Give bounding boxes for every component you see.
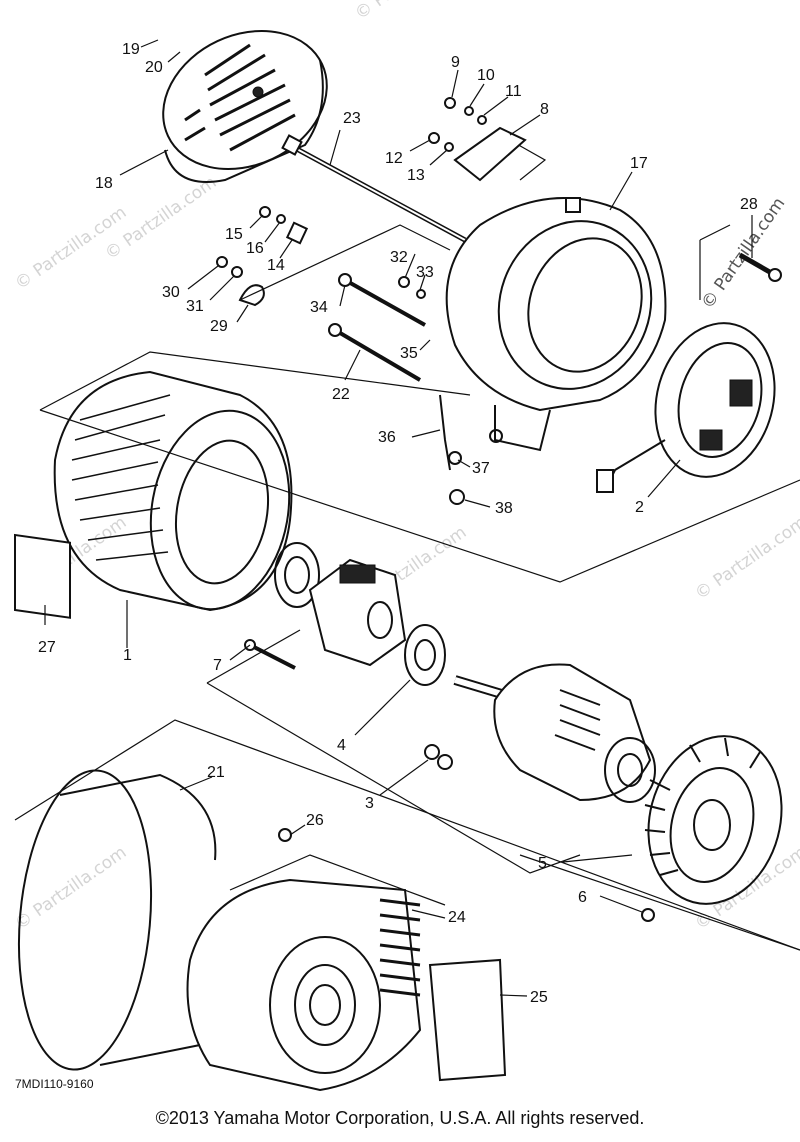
callout-19: 19: [122, 41, 140, 58]
callout-5: 5: [538, 855, 547, 872]
callout-18: 18: [95, 175, 113, 192]
callout-14: 14: [267, 257, 285, 274]
callout-10: 10: [477, 67, 495, 84]
callout-35: 35: [400, 345, 418, 362]
callout-23: 23: [343, 110, 361, 127]
callout-17: 17: [630, 155, 648, 172]
assembly-outlines: [14, 142, 800, 951]
callout-9: 9: [451, 54, 460, 71]
exciter-stator-part: [596, 322, 776, 493]
bracket-bolt-part: [738, 252, 782, 282]
callout-labels: 19 20 18 23 9 10 11 8 12 13 17 28 15 16 …: [38, 41, 758, 1006]
callout-34: 34: [310, 299, 328, 316]
small-hardware: [216, 206, 426, 307]
callout-7: 7: [213, 657, 222, 674]
callout-32: 32: [390, 249, 408, 266]
callout-1: 1: [123, 647, 132, 664]
callout-11: 11: [505, 83, 522, 100]
callout-26: 26: [306, 812, 324, 829]
copyright-notice: ©2013 Yamaha Motor Corporation, U.S.A. A…: [155, 1108, 645, 1128]
callout-20: 20: [145, 59, 163, 76]
label-plate-part: [14, 533, 71, 619]
bracket-housing-part: [445, 197, 667, 452]
rear-cover-part: [186, 828, 422, 1092]
callout-12: 12: [385, 150, 403, 167]
callout-6: 6: [578, 889, 587, 906]
rotor-part: [453, 663, 656, 803]
callout-4: 4: [337, 737, 346, 754]
callout-37: 37: [472, 460, 490, 477]
callout-29: 29: [210, 318, 228, 335]
callout-33: 33: [416, 264, 434, 281]
cooling-fan-part: [641, 735, 783, 922]
fan-band-part: [17, 769, 217, 1071]
callout-24: 24: [448, 909, 466, 926]
callout-22: 22: [332, 386, 350, 403]
callout-13: 13: [407, 167, 425, 184]
callout-36: 36: [378, 429, 396, 446]
callout-3: 3: [365, 795, 374, 812]
callout-21: 21: [207, 764, 225, 781]
callout-31: 31: [186, 298, 204, 315]
brush-holder-part: [428, 97, 527, 182]
callout-28: 28: [740, 196, 758, 213]
leader-lines: [44, 39, 753, 997]
callout-8: 8: [540, 101, 549, 118]
callout-15: 15: [225, 226, 243, 243]
fan-cover-part: [162, 30, 328, 183]
exciter-rotor-part: [308, 558, 446, 686]
watermark-text: © Partzilla.com: [691, 512, 800, 604]
callout-27: 27: [38, 639, 56, 656]
ground-wire-part: [439, 394, 465, 505]
callout-30: 30: [162, 284, 180, 301]
cover-plate-part: [428, 958, 507, 1082]
through-bolt-part: [281, 134, 467, 243]
stator-part: [53, 370, 293, 612]
bearing-part: [244, 542, 320, 670]
callout-16: 16: [246, 240, 264, 257]
rotor-nuts: [424, 744, 453, 770]
stator-bolts: [328, 273, 426, 382]
watermark-text: © Partzilla.com: [11, 842, 130, 934]
callout-2: 2: [635, 499, 644, 516]
callout-38: 38: [495, 500, 513, 517]
watermark-text: © Partzilla.com: [351, 0, 470, 24]
callout-25: 25: [530, 989, 548, 1006]
drawing-code: 7MDI110-9160: [15, 1077, 94, 1091]
